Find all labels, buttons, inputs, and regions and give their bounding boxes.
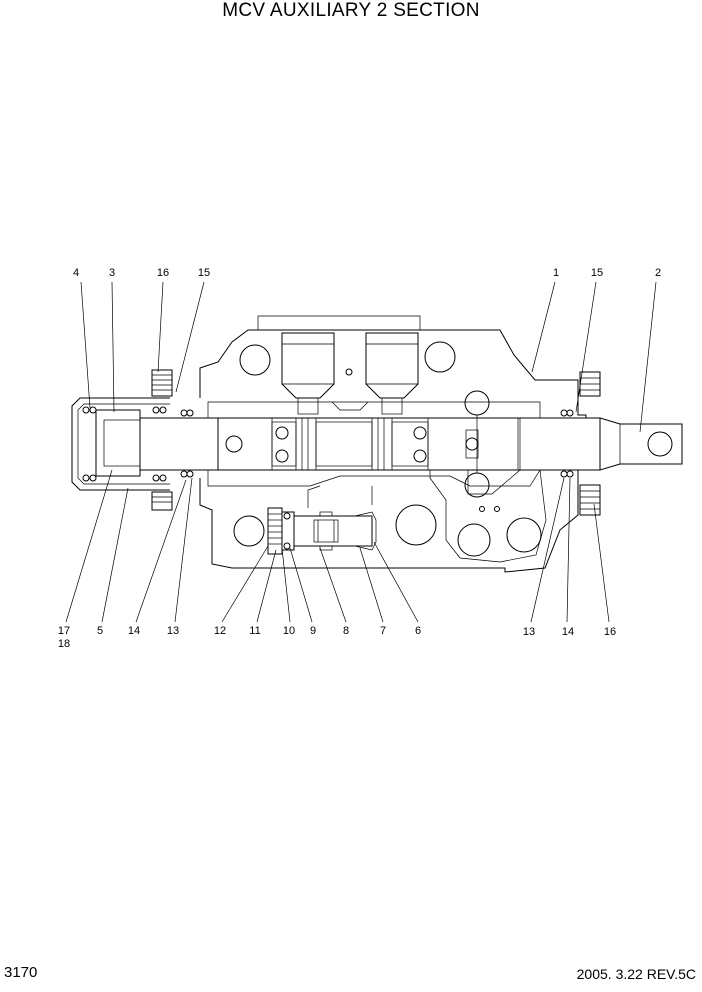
callout-16: 16 — [157, 267, 169, 279]
passages — [307, 401, 547, 563]
callout-6: 6 — [415, 625, 421, 637]
callout-2: 2 — [655, 267, 661, 279]
left-cap-assembly — [71, 369, 219, 511]
callout-12: 12 — [214, 625, 226, 637]
callout-17: 17 — [58, 625, 70, 637]
page-title: MCV AUXILIARY 2 SECTION — [222, 0, 480, 21]
callout-1: 1 — [553, 267, 559, 279]
top-port-right — [365, 332, 419, 415]
callout-16-right: 16 — [604, 626, 616, 638]
callout-3: 3 — [109, 267, 115, 279]
callouts-top: 4 3 16 15 1 15 2 — [73, 267, 661, 279]
callout-14-right: 14 — [562, 626, 574, 638]
callout-9: 9 — [310, 625, 316, 637]
callout-7: 7 — [380, 625, 386, 637]
callout-4: 4 — [73, 267, 79, 279]
callout-13: 13 — [167, 625, 179, 637]
leader-lines — [65, 281, 657, 623]
main-spool — [139, 390, 683, 498]
callouts-bottom: 17 18 5 14 13 12 11 10 9 8 7 6 13 14 16 — [58, 625, 616, 650]
callout-15: 15 — [198, 267, 210, 279]
callout-18: 18 — [58, 638, 70, 650]
revision-date: 2005. 3.22 REV.5C — [576, 966, 696, 982]
callout-13-right: 13 — [523, 626, 535, 638]
callout-15-right: 15 — [591, 267, 603, 279]
callout-5: 5 — [97, 625, 103, 637]
page-number: 3170 — [4, 964, 38, 981]
callout-8: 8 — [343, 625, 349, 637]
top-port-left — [281, 332, 335, 415]
right-side-parts — [560, 371, 601, 516]
check-valve-assembly — [267, 507, 377, 555]
callout-11: 11 — [249, 625, 260, 637]
callout-10: 10 — [283, 625, 295, 637]
callout-14: 14 — [128, 625, 140, 637]
